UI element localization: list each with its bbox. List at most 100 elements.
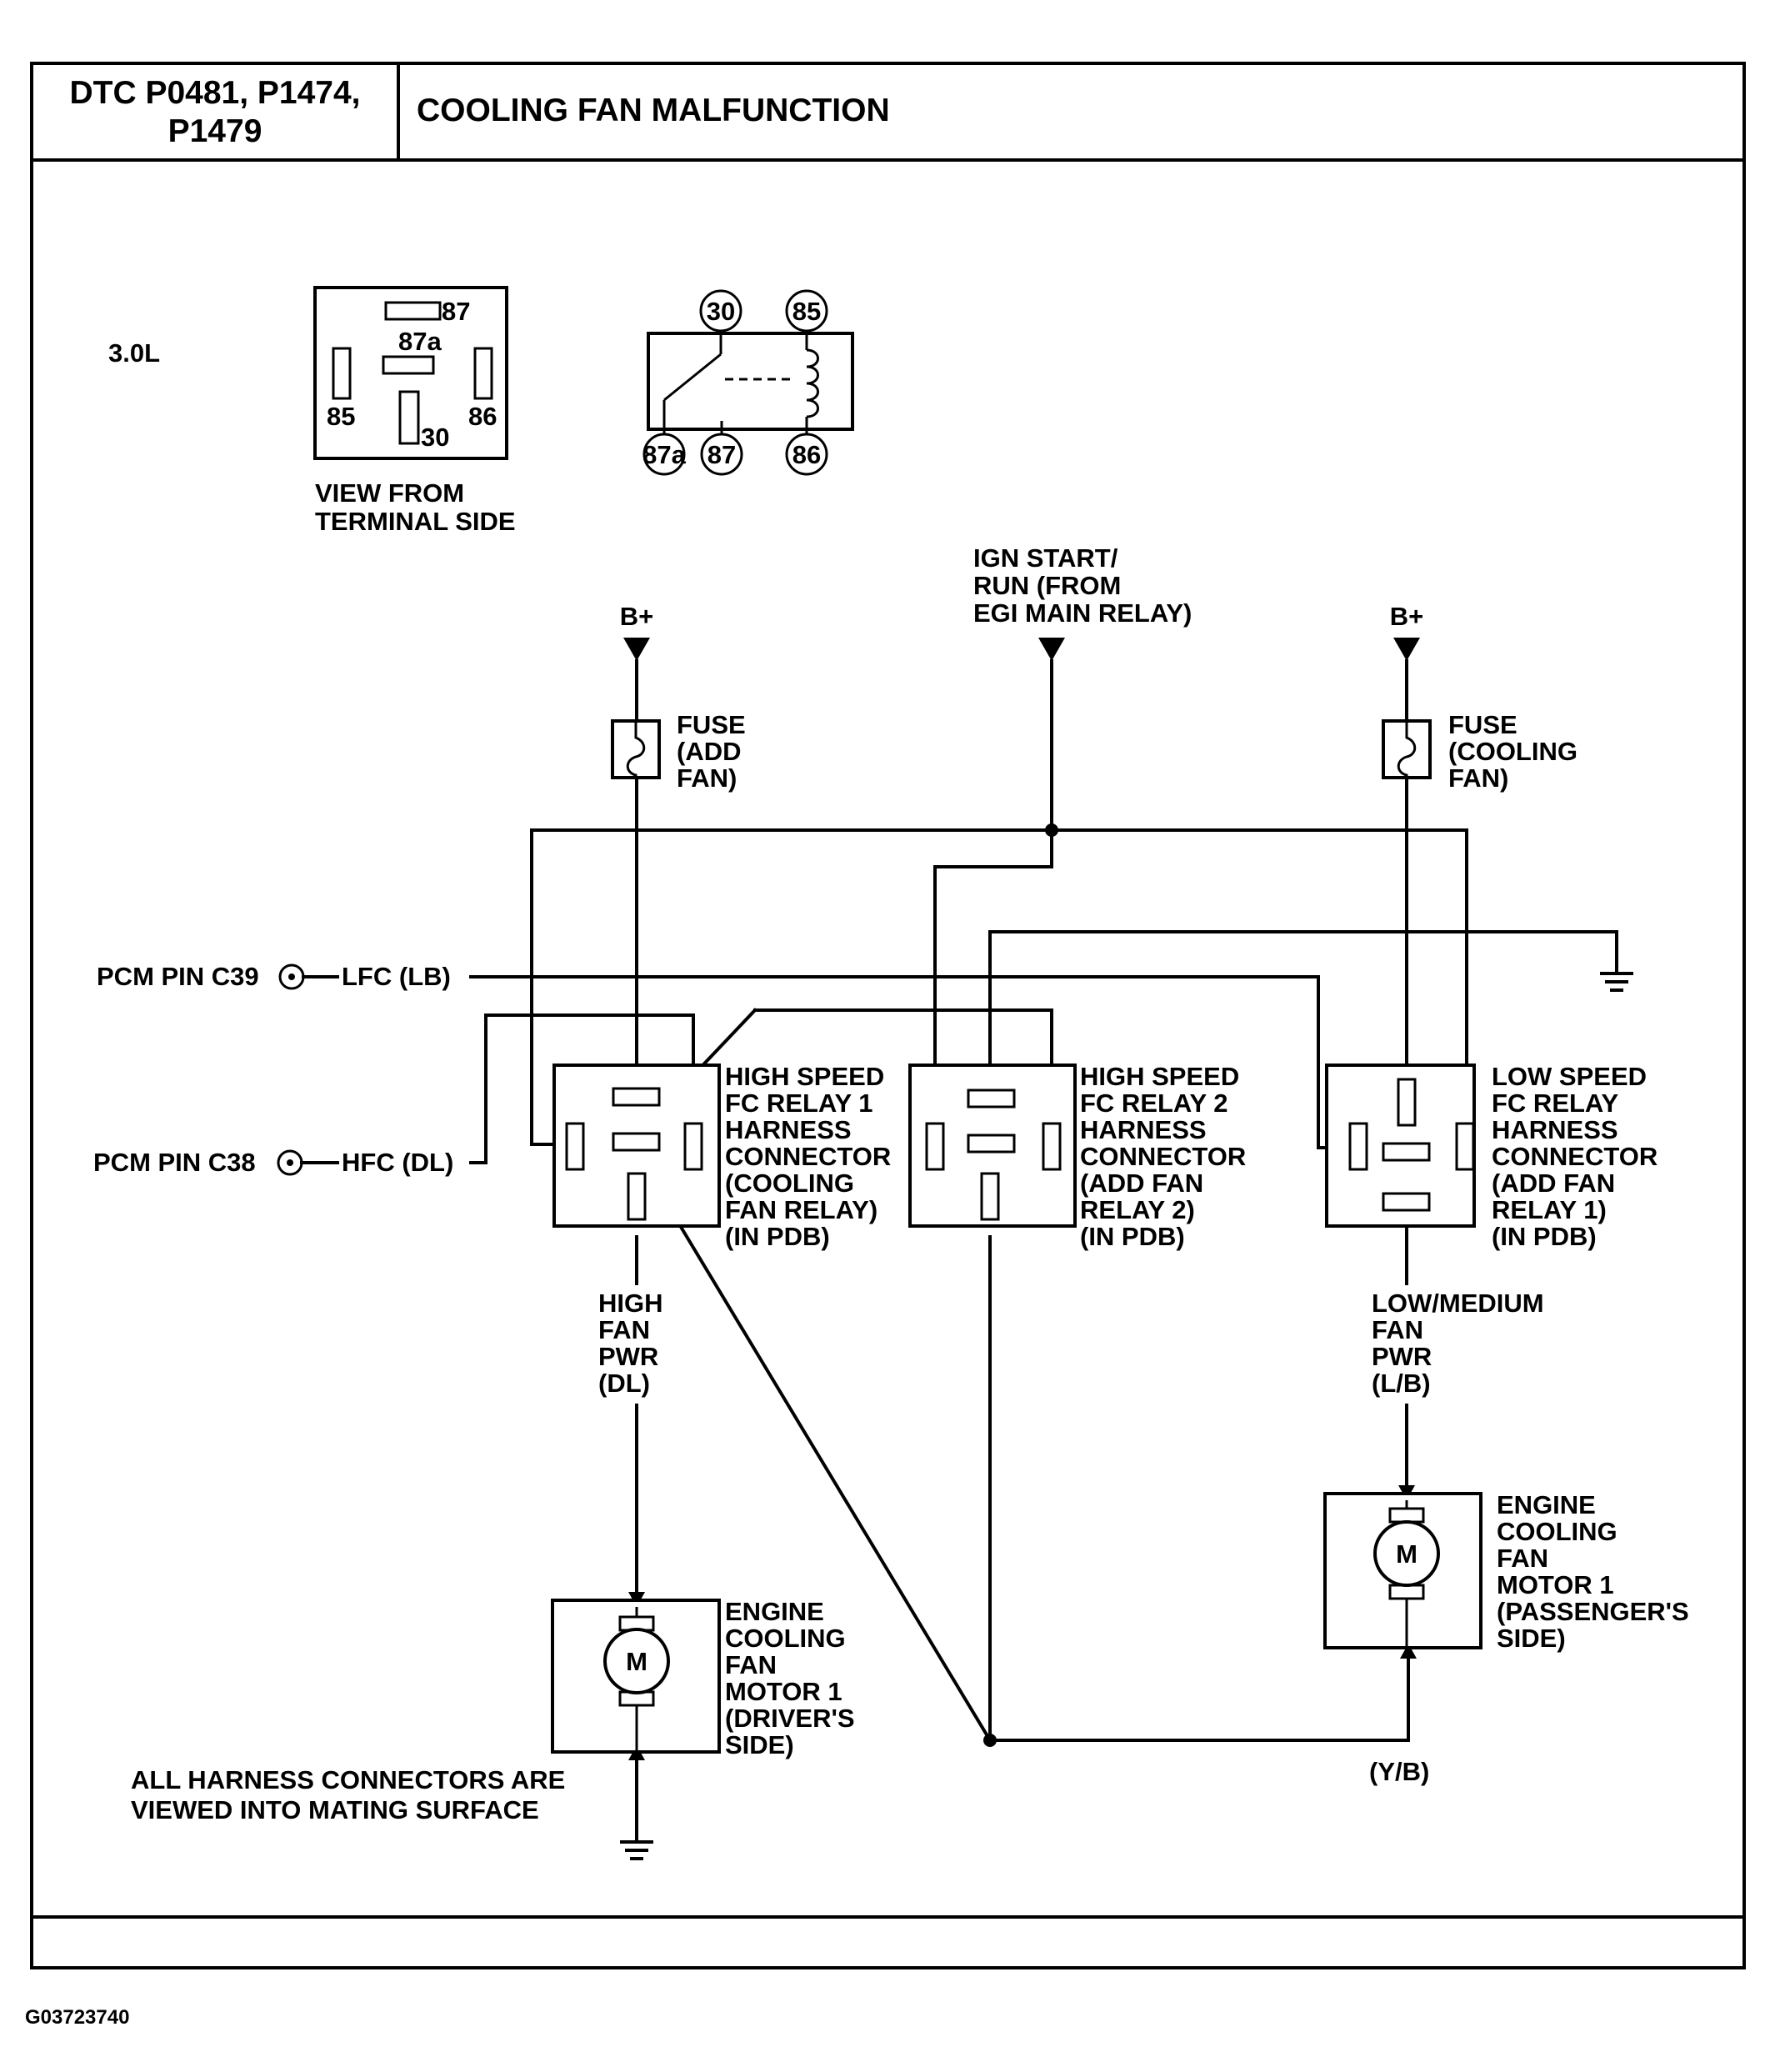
fuse-add-fan-line2: (ADD bbox=[677, 737, 742, 766]
svg-text:(DRIVER'S: (DRIVER'S bbox=[725, 1704, 855, 1733]
yb-wire-label: (Y/B) bbox=[1369, 1757, 1429, 1786]
svg-text:87a: 87a bbox=[642, 440, 686, 469]
svg-text:HARNESS: HARNESS bbox=[1080, 1115, 1207, 1144]
fuse-cooling-fan-line3: FAN) bbox=[1448, 763, 1508, 793]
svg-text:RELAY 2): RELAY 2) bbox=[1080, 1195, 1195, 1224]
bplus-right-label: B+ bbox=[1390, 602, 1424, 631]
svg-text:HARNESS: HARNESS bbox=[1492, 1115, 1618, 1144]
svg-text:COOLING: COOLING bbox=[1497, 1517, 1618, 1546]
wires bbox=[469, 659, 1618, 1844]
svg-text:CONNECTOR: CONNECTOR bbox=[1492, 1142, 1658, 1171]
svg-text:M: M bbox=[1396, 1539, 1418, 1569]
svg-text:SIDE): SIDE) bbox=[725, 1730, 794, 1759]
svg-text:87: 87 bbox=[708, 440, 736, 469]
svg-text:MOTOR 1: MOTOR 1 bbox=[725, 1677, 842, 1706]
svg-text:LOW/MEDIUM: LOW/MEDIUM bbox=[1372, 1289, 1544, 1318]
high-speed-relay-1-connector bbox=[552, 1064, 721, 1228]
svg-text:MOTOR 1: MOTOR 1 bbox=[1497, 1570, 1614, 1599]
svg-text:COOLING: COOLING bbox=[725, 1624, 846, 1653]
svg-text:(PASSENGER'S: (PASSENGER'S bbox=[1497, 1597, 1689, 1626]
svg-text:FAN: FAN bbox=[1372, 1315, 1423, 1344]
svg-text:ENGINE: ENGINE bbox=[1497, 1490, 1596, 1519]
engine-label: 3.0L bbox=[108, 338, 160, 368]
svg-text:30: 30 bbox=[707, 297, 735, 326]
bplus-right-arrow bbox=[1393, 638, 1420, 661]
svg-text:(COOLING: (COOLING bbox=[725, 1169, 854, 1198]
passenger-fan-motor-label: ENGINE COOLING FAN MOTOR 1 (PASSENGER'S … bbox=[1497, 1490, 1689, 1653]
terminal-86-label: 86 bbox=[468, 402, 497, 431]
svg-text:(ADD FAN: (ADD FAN bbox=[1492, 1169, 1615, 1198]
svg-text:(L/B): (L/B) bbox=[1372, 1369, 1431, 1398]
svg-text:PWR: PWR bbox=[598, 1342, 658, 1371]
terminal-87-pin bbox=[384, 301, 442, 321]
driver-fan-motor: M bbox=[551, 1599, 721, 1754]
svg-text:(IN PDB): (IN PDB) bbox=[1492, 1222, 1597, 1251]
svg-text:(IN PDB): (IN PDB) bbox=[725, 1222, 830, 1251]
svg-text:FAN: FAN bbox=[725, 1650, 777, 1679]
ign-label-line3: EGI MAIN RELAY) bbox=[973, 598, 1192, 628]
relay-switch-arm bbox=[663, 353, 722, 402]
svg-text:(IN PDB): (IN PDB) bbox=[1080, 1222, 1185, 1251]
svg-text:CONNECTOR: CONNECTOR bbox=[725, 1142, 891, 1171]
high-speed-relay-2-label: HIGH SPEED FC RELAY 2 HARNESS CONNECTOR … bbox=[1080, 1062, 1246, 1251]
fuse-add-fan-line1: FUSE bbox=[677, 710, 746, 739]
terminal-85-label: 85 bbox=[327, 402, 355, 431]
svg-text:CONNECTOR: CONNECTOR bbox=[1080, 1142, 1246, 1171]
fuse-add-fan bbox=[611, 719, 661, 779]
terminal-87a-pin bbox=[382, 355, 435, 375]
svg-text:(DL): (DL) bbox=[598, 1369, 650, 1398]
bplus-left-label: B+ bbox=[620, 602, 654, 631]
relay-coil bbox=[806, 348, 819, 418]
ign-label-line2: RUN (FROM bbox=[973, 571, 1121, 600]
svg-text:M: M bbox=[626, 1647, 648, 1676]
svg-text:FAN: FAN bbox=[598, 1315, 650, 1344]
fuse-cooling-fan-line1: FUSE bbox=[1448, 710, 1518, 739]
diagram-frame bbox=[30, 62, 1746, 1969]
dtc-codes-line2: P1479 bbox=[168, 113, 262, 149]
fuse-add-fan-line3: FAN) bbox=[677, 763, 737, 793]
terminal-30-pin bbox=[398, 390, 420, 445]
connector-note-line2: VIEWED INTO MATING SURFACE bbox=[131, 1795, 539, 1824]
high-fan-pwr-label: HIGH FAN PWR (DL) bbox=[598, 1289, 663, 1398]
lfc-wire-label: LFC (LB) bbox=[342, 962, 451, 991]
motor-icon bbox=[603, 1628, 670, 1694]
bplus-left-arrow bbox=[623, 638, 650, 661]
fuse-cooling-fan bbox=[1382, 719, 1432, 779]
driver-fan-motor-label: ENGINE COOLING FAN MOTOR 1 (DRIVER'S SID… bbox=[725, 1597, 855, 1759]
dtc-codes-line1: DTC P0481, P1474, bbox=[69, 75, 360, 111]
svg-text:LOW SPEED: LOW SPEED bbox=[1492, 1062, 1647, 1091]
svg-text:HIGH SPEED: HIGH SPEED bbox=[725, 1062, 884, 1091]
svg-text:FAN RELAY): FAN RELAY) bbox=[725, 1195, 878, 1224]
svg-text:ENGINE: ENGINE bbox=[725, 1597, 824, 1626]
svg-text:HIGH: HIGH bbox=[598, 1289, 663, 1318]
ground-symbol-driver-motor bbox=[620, 1840, 653, 1860]
ign-arrow bbox=[1038, 638, 1065, 661]
ground-symbol-right bbox=[1600, 972, 1633, 992]
figure-id: G03723740 bbox=[25, 2006, 129, 2029]
high-speed-relay-1-label: HIGH SPEED FC RELAY 1 HARNESS CONNECTOR … bbox=[725, 1062, 891, 1251]
high-speed-relay-2-connector bbox=[908, 1064, 1077, 1228]
ign-label-line1: IGN START/ bbox=[973, 543, 1118, 573]
junction-ign bbox=[1045, 823, 1058, 837]
svg-text:FC RELAY: FC RELAY bbox=[1492, 1089, 1618, 1118]
passenger-fan-motor: M bbox=[1323, 1492, 1482, 1649]
terminal-30-label: 30 bbox=[421, 423, 449, 452]
low-speed-relay-connector bbox=[1325, 1064, 1476, 1228]
low-medium-fan-pwr-label: LOW/MEDIUM FAN PWR (L/B) bbox=[1372, 1289, 1544, 1398]
terminal-85-pin bbox=[332, 347, 352, 400]
hfc-wire-label: HFC (DL) bbox=[342, 1148, 453, 1177]
diagram-title: COOLING FAN MALFUNCTION bbox=[417, 93, 890, 128]
motor-icon bbox=[1373, 1520, 1440, 1587]
relay-view-caption-line1: VIEW FROM bbox=[315, 478, 464, 508]
svg-text:HIGH SPEED: HIGH SPEED bbox=[1080, 1062, 1239, 1091]
svg-text:(ADD FAN: (ADD FAN bbox=[1080, 1169, 1203, 1198]
terminal-86-pin bbox=[473, 347, 493, 400]
low-speed-relay-label: LOW SPEED FC RELAY HARNESS CONNECTOR (AD… bbox=[1492, 1062, 1658, 1251]
pcm-pin-c39-label: PCM PIN C39 bbox=[97, 962, 259, 991]
svg-text:86: 86 bbox=[792, 440, 821, 469]
arrow-passenger-motor-out bbox=[1400, 1644, 1417, 1659]
fuse-cooling-fan-line2: (COOLING bbox=[1448, 737, 1578, 766]
relay-schematic: 30 85 87a 87 86 bbox=[642, 289, 854, 476]
svg-text:RELAY 1): RELAY 1) bbox=[1492, 1195, 1607, 1224]
terminal-87a-label: 87a bbox=[398, 327, 442, 356]
